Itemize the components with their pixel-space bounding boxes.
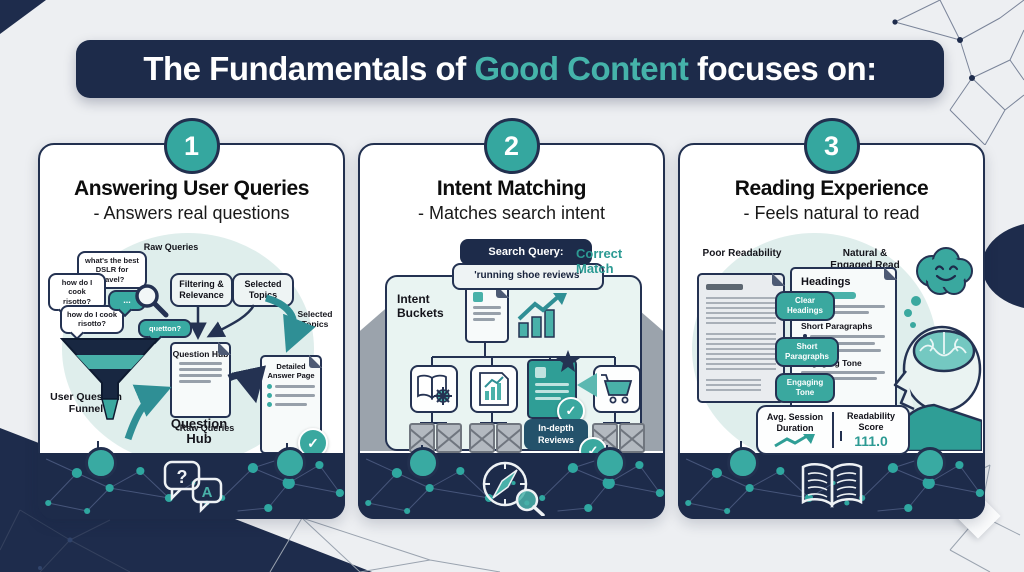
stats-divider: [832, 412, 834, 448]
node-dot: [727, 447, 759, 479]
star-icon: [556, 350, 580, 372]
query-bubble-question: quetton?: [138, 319, 192, 339]
poor-readability-document: [697, 273, 785, 403]
card-intent-matching: 2 Intent Matching - Matches search inten…: [358, 118, 665, 519]
title-highlight: Good Content: [474, 50, 689, 87]
dense-text-block: [706, 333, 776, 373]
readability-score-label: Readability Score: [846, 411, 895, 432]
doc-line: [179, 374, 222, 378]
question-answer-chat-icon: ? A: [163, 460, 222, 514]
doc-line: [179, 368, 222, 372]
query-bubble-risotto-2: how do I cook risotto?: [60, 305, 124, 334]
short-paragraphs-pill: Short Paragraphs: [775, 337, 839, 367]
page-fold-icon: [218, 342, 231, 355]
open-book-icon: [801, 463, 862, 509]
intent-buckets-panel: Intent Buckets: [385, 275, 645, 465]
dense-text-block: [706, 379, 761, 394]
raw-queries-top-label: Raw Queries: [143, 242, 199, 252]
search-query-label: Search Query:: [460, 239, 592, 265]
up-trend-arrow-icon: [774, 433, 815, 448]
growth-chart-icon: [517, 293, 567, 338]
corner-triangle-decor: [0, 0, 46, 34]
match-pointer-arrow: [577, 373, 597, 397]
card-3-subtitle: - Feels natural to read: [743, 203, 920, 223]
selected-topics-side-label: Selected Topics: [297, 309, 333, 329]
raw-queries-bottom-label: Raw Queries: [179, 423, 235, 433]
crossed-placeholder-box: [436, 423, 462, 453]
doc-headings-label: Headings: [801, 276, 851, 288]
title-suffix: focuses on:: [688, 50, 877, 87]
detailed-answer-page-title: Detailed Answer Page: [267, 362, 315, 380]
correct-match-label: Correct Match: [576, 246, 623, 276]
brain-icon: [912, 329, 976, 373]
poor-readability-label: Poor Readability: [702, 248, 782, 259]
node-dot: [407, 447, 439, 479]
question-hub-document: Question Hub: [170, 342, 231, 418]
avg-session-label: Avg. Session Duration: [766, 412, 824, 433]
thought-bubble-smiley-icon: [904, 247, 973, 328]
doc-bullet-row: [267, 384, 315, 389]
connector-line: [840, 431, 842, 441]
page-fold-icon: [309, 355, 322, 368]
question-hub-doc-title: Question Hub: [172, 349, 229, 359]
node-dot: [85, 447, 117, 479]
book-gear-bucket-icon: [410, 365, 458, 413]
selected-topics-box: Selected Topics: [232, 273, 294, 307]
doc-bullet-row: [267, 393, 315, 398]
card-1-title: Answering User Queries: [73, 177, 310, 200]
avg-session-cell: Avg. Session Duration: [758, 407, 832, 453]
doc-short-paragraphs-label: Short Paragraphs: [801, 321, 873, 331]
detailed-answer-page-document: Detailed Answer Page ✓: [260, 355, 328, 458]
magnifier-icon: [135, 284, 169, 318]
cart-bucket-icon: [593, 365, 641, 413]
crossed-placeholder-box: [496, 423, 522, 453]
card-2-title: Intent Matching: [436, 177, 587, 200]
card-1-subtitle: - Answers real questions: [93, 203, 290, 223]
chart-doc-bucket-icon: [470, 365, 518, 413]
query-document-icon: [465, 285, 509, 343]
main-title-banner: The Fundamentals of Good Content focuses…: [76, 40, 944, 98]
node-dot: [594, 447, 626, 479]
shirt-shoulders: [896, 403, 982, 451]
crossed-placeholder-box: [469, 423, 495, 453]
title-prefix: The Fundamentals of: [143, 50, 475, 87]
query-bubble-dslr: what's the best DSLR for travel?: [77, 251, 147, 290]
dense-text-block: [706, 297, 776, 327]
doc-line: [179, 380, 211, 384]
crossed-placeholder-box: [619, 423, 645, 453]
doc-title-bar: [706, 284, 743, 290]
node-dot: [274, 447, 306, 479]
question-hub-caption: Question Hub: [170, 416, 228, 446]
engaging-tone-pill: Engaging Tone: [775, 373, 835, 403]
indepth-reviews-bucket-icon: ✓: [527, 350, 585, 425]
funnel-icon: [60, 338, 160, 420]
card-3-title: Reading Experience: [734, 177, 929, 200]
natural-engaged-label: Natural & Engaged Read: [830, 248, 900, 271]
filtering-relevance-box: Filtering & Relevance: [170, 273, 233, 307]
svg-text:A: A: [201, 484, 212, 501]
intent-buckets-label: Intent Buckets: [397, 292, 444, 320]
in-depth-reviews-pill: In-depth Reviews: [524, 419, 588, 451]
stats-box: Avg. Session Duration Readability Score …: [756, 405, 910, 455]
card-2-subtitle: - Matches search intent: [417, 203, 606, 223]
doc-bullet-row: [267, 402, 315, 407]
step-2-badge: 2: [483, 118, 540, 174]
clear-headings-pill: Clear Headings: [775, 291, 835, 321]
node-dot: [914, 447, 946, 479]
page-fold-icon: [772, 273, 785, 286]
compass-search-icon: [482, 461, 545, 516]
doc-line: [179, 362, 222, 366]
right-edge-blob-decor: [982, 222, 1024, 310]
step-1-badge: 1: [163, 118, 220, 174]
step-3-badge: 3: [803, 118, 860, 174]
card-answering-user-queries: 1 Answering User Queries - Answers real …: [38, 118, 345, 519]
readability-score-value: 111.0: [854, 432, 888, 449]
svg-text:?: ?: [176, 467, 187, 487]
card-reading-experience: 3 Reading Experience - Feels natural to …: [678, 118, 985, 519]
readability-cell: Readability Score 111.0: [834, 407, 908, 453]
